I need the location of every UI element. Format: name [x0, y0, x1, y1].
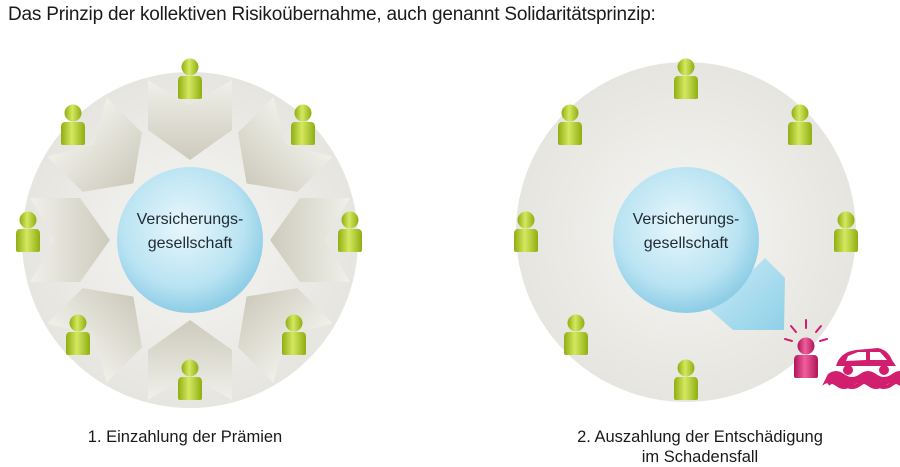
caption-claim-payout: 2. Auszahlung der Entschädigung im Schad…	[540, 427, 860, 467]
insured-people	[16, 58, 362, 400]
insured-people	[514, 58, 858, 400]
person-icon	[66, 314, 90, 355]
caption-premium-payment: 1. Einzahlung der Prämien	[87, 428, 283, 446]
person-damaged-icon	[794, 337, 818, 378]
insurer-circle	[117, 167, 263, 313]
inflow-arrow	[270, 198, 350, 282]
person-icon	[674, 359, 698, 400]
caption-line1: 2. Auszahlung der Entschädigung	[577, 428, 823, 446]
person-icon	[788, 104, 812, 145]
payout-arrow	[708, 258, 785, 330]
insurer-label-line1: Versicherungs-	[633, 211, 740, 228]
inflow-arrow	[148, 80, 232, 160]
person-icon	[282, 314, 306, 355]
person-icon	[291, 104, 315, 145]
person-icon	[558, 104, 582, 145]
insurer-label-line1: Versicherungs-	[137, 211, 244, 228]
panel-2: Versicherungs- gesellschaft	[514, 58, 900, 402]
person-icon	[178, 359, 202, 400]
person-icon	[674, 58, 698, 99]
caption-line2: im Schadensfall	[641, 448, 759, 466]
person-icon	[564, 314, 588, 355]
insurer-label-line2: gesellschaft	[644, 235, 729, 252]
inflow-arrow	[47, 288, 142, 383]
person-icon	[178, 58, 202, 99]
person-icon	[514, 211, 538, 252]
insurer-label-line2: gesellschaft	[148, 235, 233, 252]
inflow-arrow	[47, 97, 142, 192]
insurer-circle	[613, 167, 759, 313]
person-icon	[61, 104, 85, 145]
inflow-arrow	[238, 97, 333, 192]
person-icon	[338, 211, 362, 252]
page-title: Das Prinzip der kollektiven Risikoüberna…	[8, 4, 656, 25]
panel-1: Versicherungs- gesellschaft	[16, 58, 362, 408]
person-icon	[834, 211, 858, 252]
person-icon	[16, 211, 40, 252]
flooded-car-icon	[822, 348, 900, 389]
inflow-arrow	[30, 198, 110, 282]
alarm-light-icon	[784, 319, 828, 342]
